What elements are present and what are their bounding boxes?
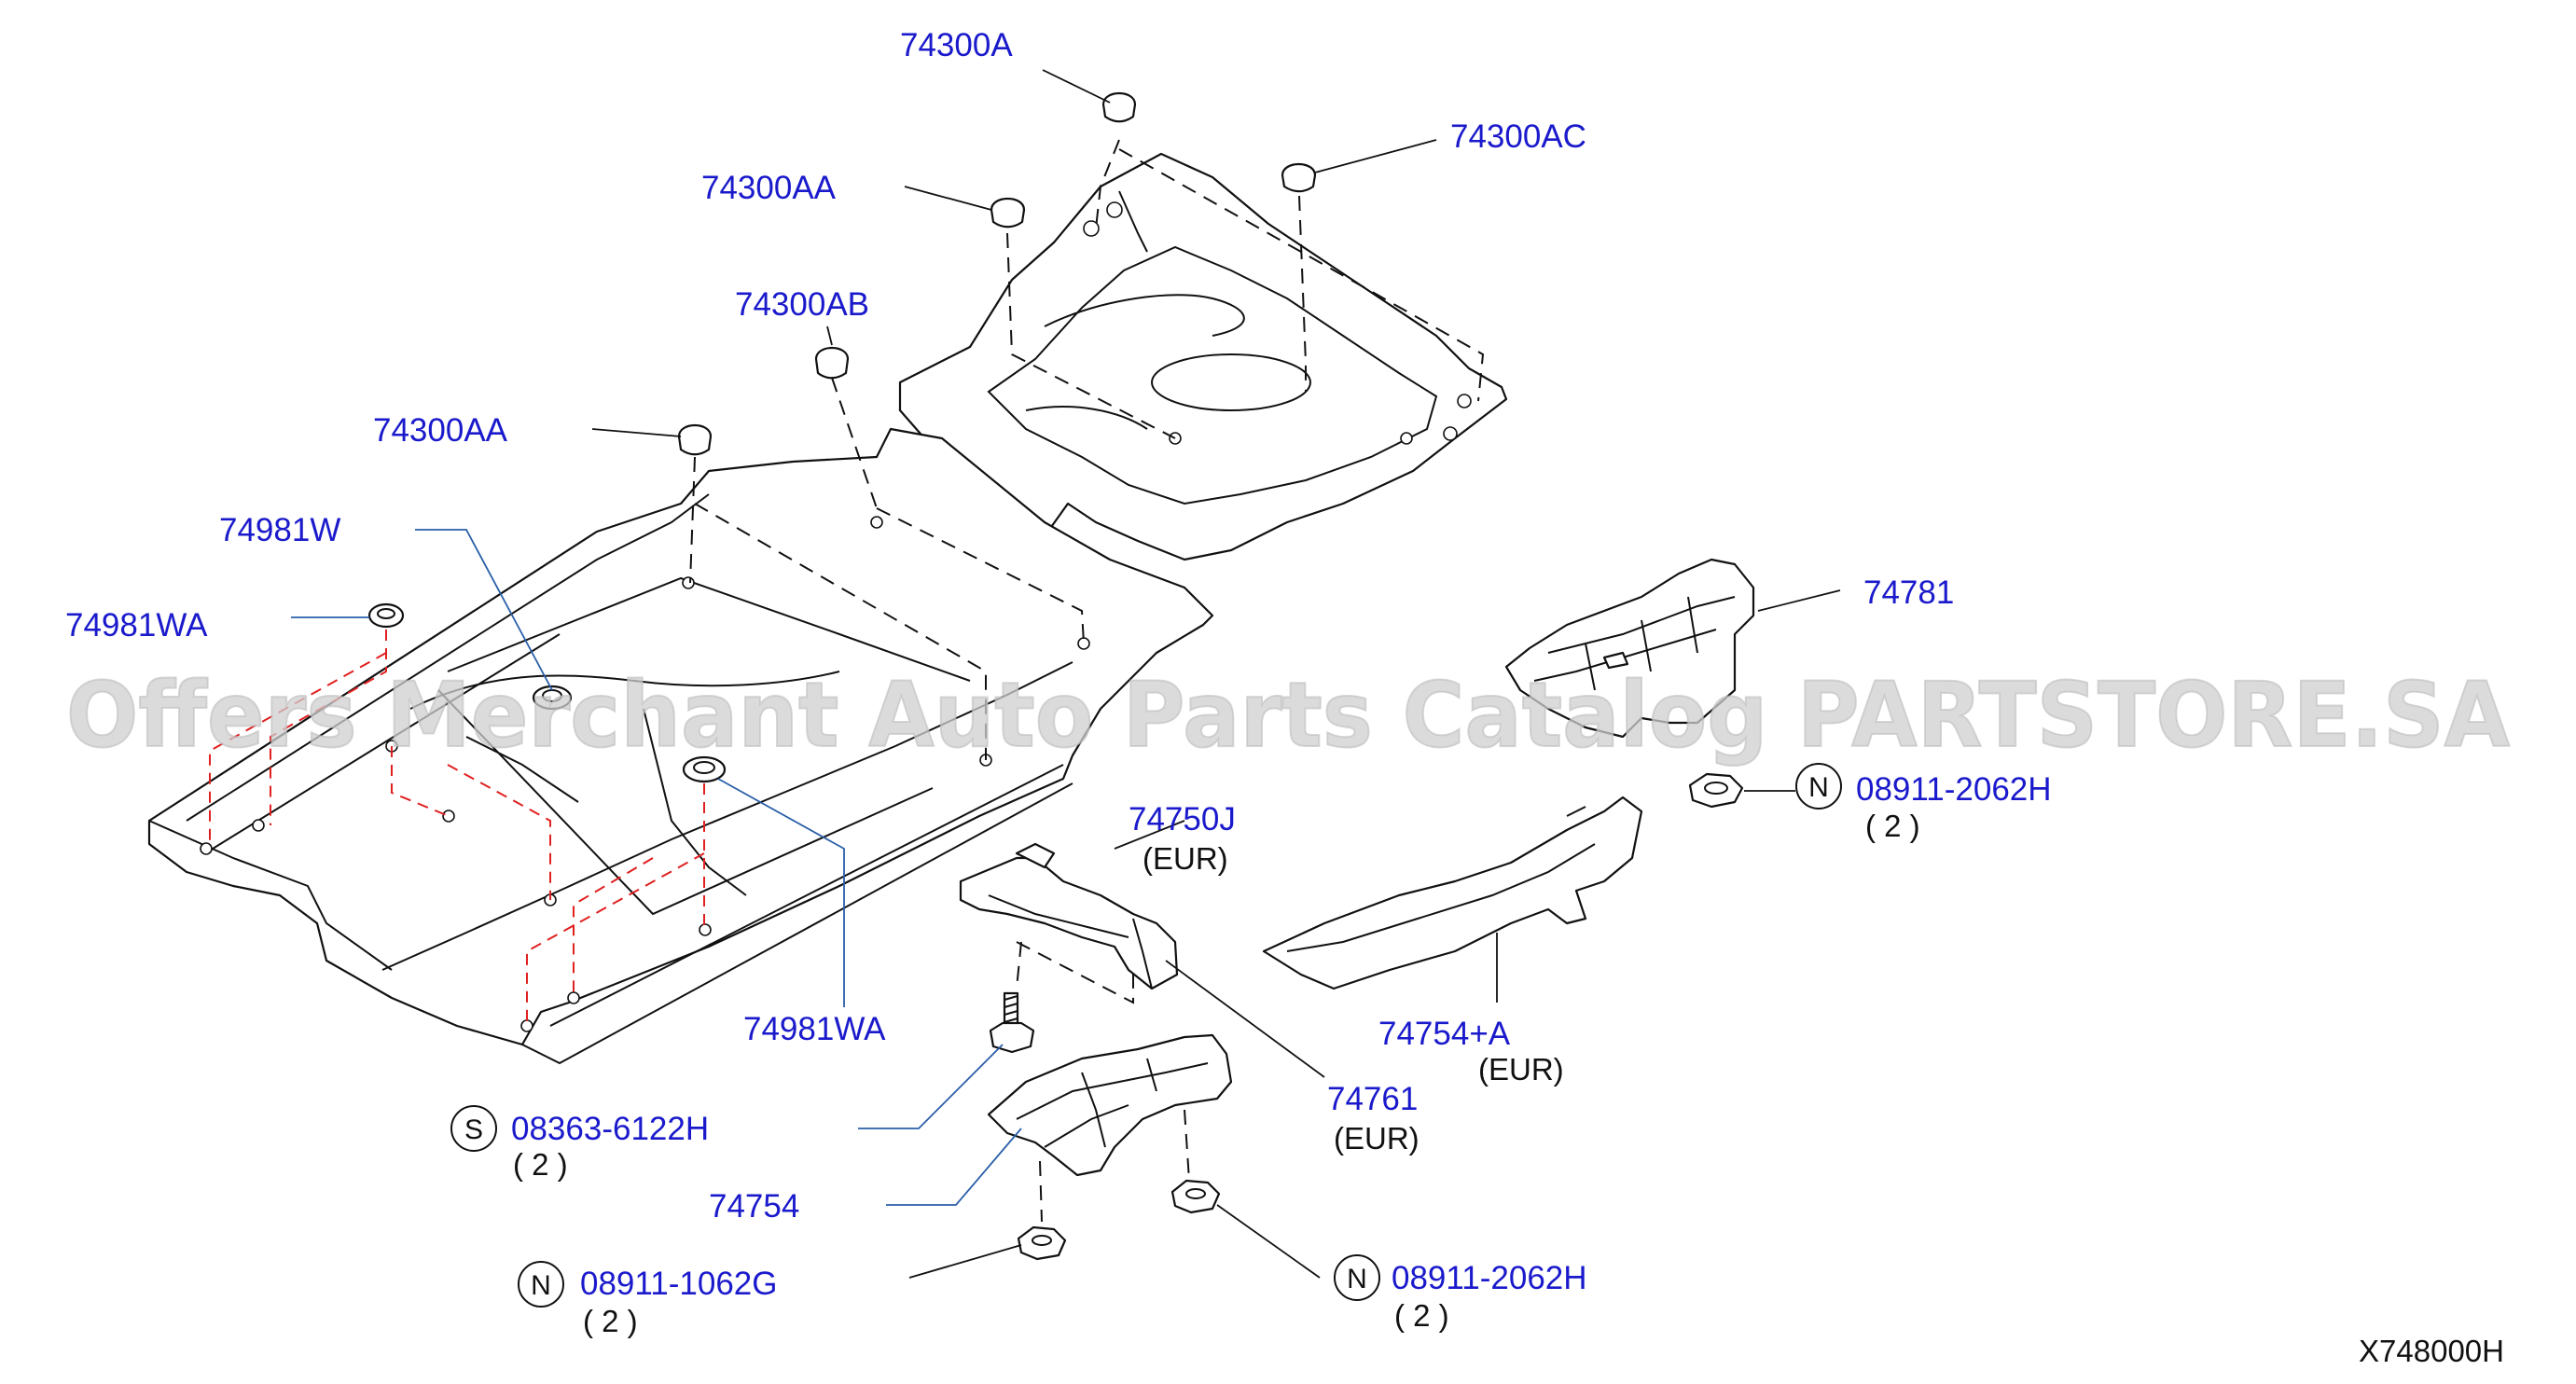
callout-74761[interactable]: 74761 — [1327, 1081, 1418, 1117]
note-74761: (EUR) — [1334, 1121, 1420, 1156]
callout-74300ab[interactable]: 74300AB — [735, 286, 869, 323]
nut-symbol-bottom: N — [1334, 1254, 1380, 1301]
qty-08911-2062h-right: ( 2 ) — [1865, 809, 1920, 843]
svg-text:S: S — [464, 1114, 483, 1145]
tunnel-heat-insulator — [959, 842, 1179, 990]
leader-lines — [291, 69, 1841, 1279]
qty-08911-2062h-bottom: ( 2 ) — [1394, 1298, 1449, 1333]
diagram-reference: X748000H — [2359, 1334, 2504, 1368]
callout-74754a[interactable]: 74754+A — [1378, 1016, 1511, 1052]
nut-symbol-left: N — [518, 1261, 564, 1308]
svg-text:N: N — [531, 1270, 551, 1301]
assembly-guides — [209, 139, 1485, 1223]
front-heat-insulator — [987, 1033, 1233, 1177]
screw-symbol: S — [450, 1105, 497, 1152]
svg-text:N: N — [1347, 1264, 1367, 1294]
note-74754a: (EUR) — [1478, 1052, 1564, 1086]
callout-74781[interactable]: 74781 — [1863, 574, 1954, 611]
callout-74754[interactable]: 74754 — [709, 1188, 799, 1225]
callout-74300a[interactable]: 74300A — [900, 27, 1013, 63]
callout-08911-1062g[interactable]: 08911-1062G — [580, 1266, 777, 1302]
qty-08363-6122h: ( 2 ) — [513, 1147, 568, 1182]
qty-08911-1062g: ( 2 ) — [583, 1304, 638, 1338]
nut-symbol-right: N — [1795, 763, 1842, 810]
callout-74300ac[interactable]: 74300AC — [1450, 118, 1586, 155]
watermark: Offers Merchant Auto Parts Catalog PARTS… — [66, 663, 2510, 768]
svg-text:N: N — [1808, 772, 1829, 803]
center-heat-insulator — [1262, 796, 1643, 990]
callout-74300aa-mid[interactable]: 74300AA — [373, 412, 508, 449]
callout-74981wa-left[interactable]: 74981WA — [65, 607, 208, 644]
callout-74981w[interactable]: 74981W — [219, 512, 340, 548]
callout-74981wa-center[interactable]: 74981WA — [743, 1011, 886, 1047]
note-74750j: (EUR) — [1143, 841, 1228, 876]
callout-08911-2062h-right[interactable]: 08911-2062H — [1856, 771, 2052, 808]
callout-74300aa-top[interactable]: 74300AA — [701, 170, 837, 206]
callout-74750j[interactable]: 74750J — [1129, 801, 1236, 837]
callout-08363-6122h[interactable]: 08363-6122H — [511, 1111, 709, 1147]
rear-heat-insulator — [1504, 558, 1755, 739]
front-floor-panel — [147, 427, 1214, 1065]
callout-08911-2062h-bottom[interactable]: 08911-2062H — [1392, 1260, 1587, 1296]
